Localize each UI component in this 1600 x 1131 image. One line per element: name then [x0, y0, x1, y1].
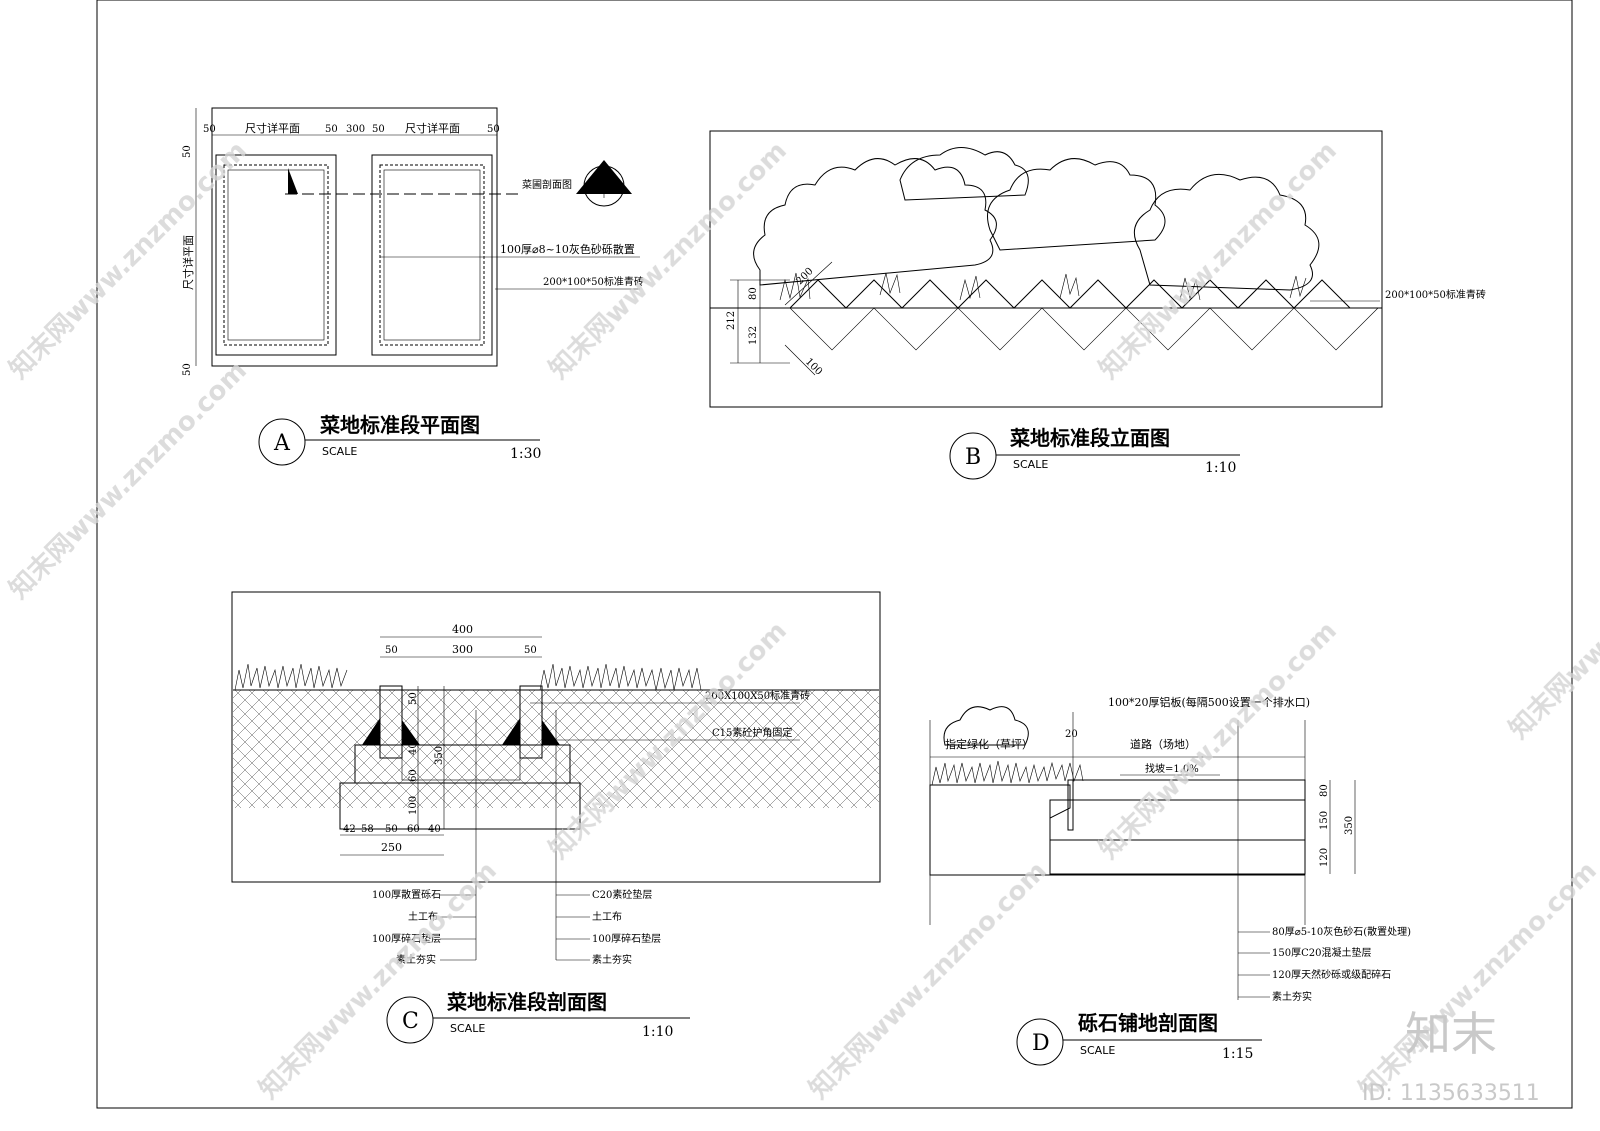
legend-c-left-2: 土工布 [408, 910, 438, 923]
panel-d-section: 100*20厚铝板(每隔500设置一个排水口) 指定绿化（草坪） 20 道路（场… [929, 695, 1411, 1066]
panel-b-elevation: 212 80 132 200 100 200*100*50标准青砖 B 菜地标准… [709, 130, 1486, 480]
dim-c-v-4: 60 [408, 769, 419, 782]
dim-d-3: 120 [1319, 848, 1330, 867]
dim-c-b-3: 50 [385, 824, 398, 835]
dim-d-2: 150 [1319, 811, 1330, 830]
legend-c-left-1: 100厚散置砾石 [372, 888, 441, 901]
dim-c-b-5: 40 [428, 824, 441, 835]
dim-c-v-2: 40 [408, 742, 419, 755]
panel-c-scale: 1:10 [642, 1024, 673, 1040]
dim-b-1: 212 [726, 311, 737, 330]
sheet-border [96, 0, 1573, 1109]
watermark: 知末网www.znzmo.com [544, 136, 793, 385]
callout-a-2: 200*100*50标准青砖 [543, 275, 644, 288]
watermark: 知末网www.znzmo.com [1504, 496, 1600, 745]
dim-c-top-4: 50 [524, 645, 537, 656]
panel-c-scale-label: SCALE [450, 1022, 485, 1035]
panel-b-title: 菜地标准段立面图 [1009, 426, 1170, 450]
image-id: ID: 1135633511 [1362, 1081, 1540, 1106]
panel-a-plan: 50 尺寸详平面 50 300 50 尺寸详平面 50 50 尺寸详平面 50 … [181, 107, 644, 466]
dim-c-top-1: 400 [452, 623, 473, 636]
dim-a-top-2: 尺寸详平面 [245, 121, 300, 135]
dim-b-3: 132 [748, 326, 759, 345]
dim-c-v-1: 50 [408, 692, 419, 705]
dim-a-left-3: 50 [182, 363, 193, 376]
callout-a-1: 100厚⌀8~10灰色砂砾散置 [500, 242, 635, 256]
dim-a-top-3: 50 [325, 124, 338, 135]
legend-c-left-3: 100厚碎石垫层 [372, 932, 441, 945]
panel-c-section: 400 50 300 50 50 40 350 60 100 42 58 50 … [231, 591, 881, 1044]
panel-d-title: 砾石铺地剖面图 [1078, 1011, 1218, 1035]
watermark: 知末网www.znzmo.com [804, 856, 1053, 1105]
site-logo: 知末 [1405, 1007, 1497, 1061]
dim-d-1: 80 [1319, 784, 1330, 797]
panel-a-scale-label: SCALE [322, 445, 357, 458]
legend-d-3: 120厚天然砂砾或级配碎石 [1272, 968, 1391, 981]
dim-c-b-1: 42 [343, 824, 356, 835]
dim-c-top-2: 50 [385, 645, 398, 656]
dim-c-b-6: 250 [381, 841, 402, 854]
panel-d-label-3: 道路（场地） [1130, 737, 1196, 751]
panel-d-scale: 1:15 [1222, 1046, 1253, 1062]
panel-d-label-4: 找坡=1.0% [1145, 762, 1199, 775]
panel-a-scale: 1:30 [510, 446, 541, 462]
legend-c-right-2: 土工布 [592, 910, 622, 923]
panel-d-label-2: 20 [1065, 729, 1078, 740]
legend-c-right-1: C20素砼垫层 [592, 888, 652, 901]
legend-c-right-3: 100厚碎石垫层 [592, 932, 661, 945]
legend-d-4: 素土夯实 [1272, 990, 1312, 1003]
dim-c-v-5: 100 [408, 796, 419, 815]
dim-b-5: 100 [803, 356, 824, 377]
dim-c-b-2: 58 [361, 824, 374, 835]
dim-a-top-1: 50 [203, 124, 216, 135]
panel-d-letter: D [1032, 1031, 1050, 1056]
panel-b-letter: B [965, 445, 981, 470]
dim-a-left-1: 50 [182, 145, 193, 158]
dim-c-top-3: 300 [452, 643, 473, 656]
panel-c-letter: C [402, 1009, 419, 1034]
panel-b-scale-label: SCALE [1013, 458, 1048, 471]
dim-b-2: 80 [748, 287, 759, 300]
callout-b: 200*100*50标准青砖 [1385, 288, 1486, 301]
panel-d-label-1: 指定绿化（草坪） [945, 737, 1033, 751]
dim-c-b-4: 60 [407, 824, 420, 835]
callout-c-1: 200X100X50标准青砖 [705, 689, 810, 702]
watermark: 知末网www.znzmo.com [4, 136, 253, 385]
watermark: 知末网www.znzmo.com [4, 356, 253, 605]
panel-d-scale-label: SCALE [1080, 1044, 1115, 1057]
dim-d-4: 350 [1344, 816, 1355, 835]
section-mark-label: 菜圃剖面图 [522, 178, 572, 191]
legend-d-1: 80厚⌀5-10灰色砂石(散置处理) [1272, 925, 1411, 938]
dim-a-top-6: 尺寸详平面 [405, 121, 460, 135]
section-mark-left: C [592, 178, 600, 189]
legend-c-left-4: 素土夯实 [396, 953, 436, 966]
callout-c-2: C15素砼护角固定 [712, 726, 792, 739]
legend-d-2: 150厚C20混凝土垫层 [1272, 946, 1371, 959]
dim-a-top-5: 50 [372, 124, 385, 135]
panel-c-title: 菜地标准段剖面图 [446, 990, 607, 1014]
panel-b-scale: 1:10 [1205, 460, 1236, 476]
dim-a-top-4: 300 [346, 124, 365, 135]
section-mark-right: LD [606, 178, 621, 189]
panel-a-title: 菜地标准段平面图 [319, 413, 480, 437]
dim-c-v-3: 350 [434, 746, 445, 765]
dim-a-left-2: 尺寸详平面 [181, 235, 195, 290]
legend-c-right-4: 素土夯实 [592, 953, 632, 966]
dim-a-top-7: 50 [487, 124, 500, 135]
panel-a-letter: A [273, 431, 291, 456]
panel-d-top-note: 100*20厚铝板(每隔500设置一个排水口) [1108, 695, 1310, 709]
watermark: 知末网www.znzmo.com [1094, 136, 1343, 385]
